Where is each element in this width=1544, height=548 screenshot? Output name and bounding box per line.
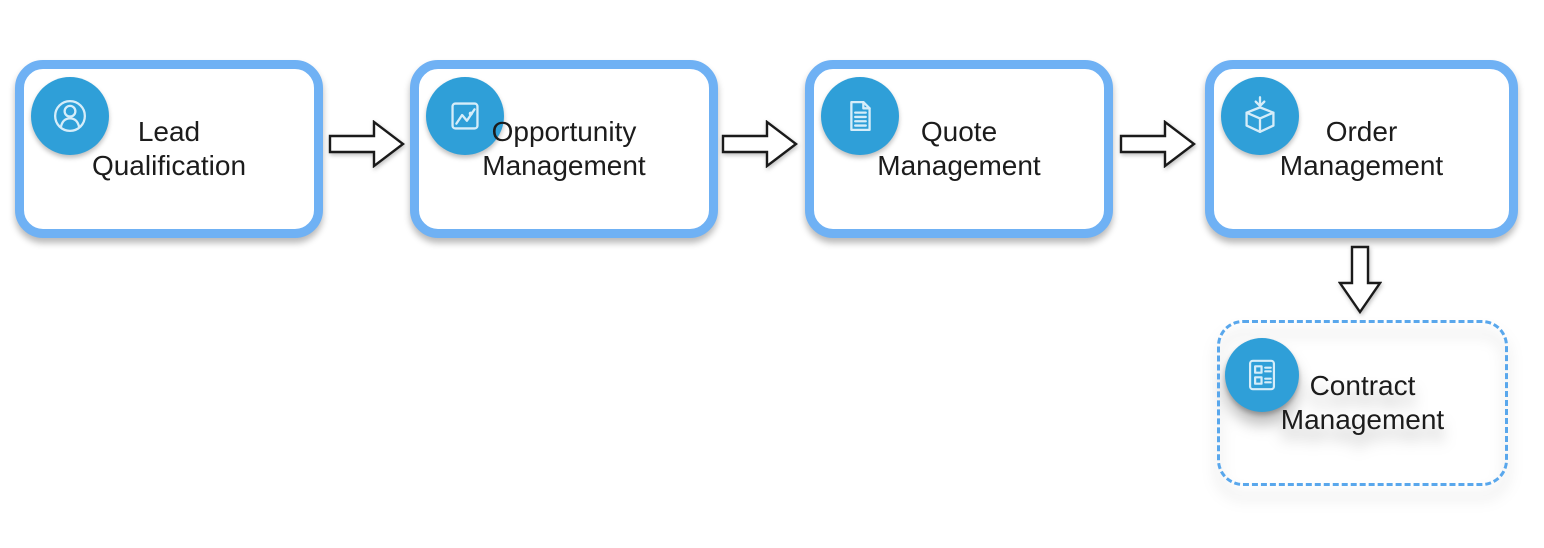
node-label: Quote Management	[877, 116, 1041, 181]
node-quote-management[interactable]: Quote Management	[805, 60, 1113, 238]
node-opportunity-management[interactable]: Opportunity Management	[410, 60, 718, 238]
node-lead-qualification[interactable]: Lead Qualification	[15, 60, 323, 238]
node-order-management[interactable]: Order Management	[1205, 60, 1518, 238]
arrow-quote-to-order	[1119, 120, 1196, 168]
arrow-opportunity-to-quote	[721, 120, 798, 168]
node-label: Contract Management	[1280, 370, 1445, 435]
arrow-lead-to-opportunity	[328, 120, 405, 168]
node-contract-management[interactable]: Contract Management	[1217, 320, 1508, 486]
package-icon	[1221, 77, 1299, 155]
node-label: Lead Qualification	[91, 116, 247, 181]
node-label: Order Management	[1279, 116, 1444, 181]
arrow-order-to-contract	[1338, 245, 1382, 315]
node-label: Opportunity Management	[482, 116, 646, 181]
user-icon	[31, 77, 109, 155]
document-icon	[821, 77, 899, 155]
line-chart-icon	[426, 77, 504, 155]
checklist-icon	[1225, 338, 1299, 412]
